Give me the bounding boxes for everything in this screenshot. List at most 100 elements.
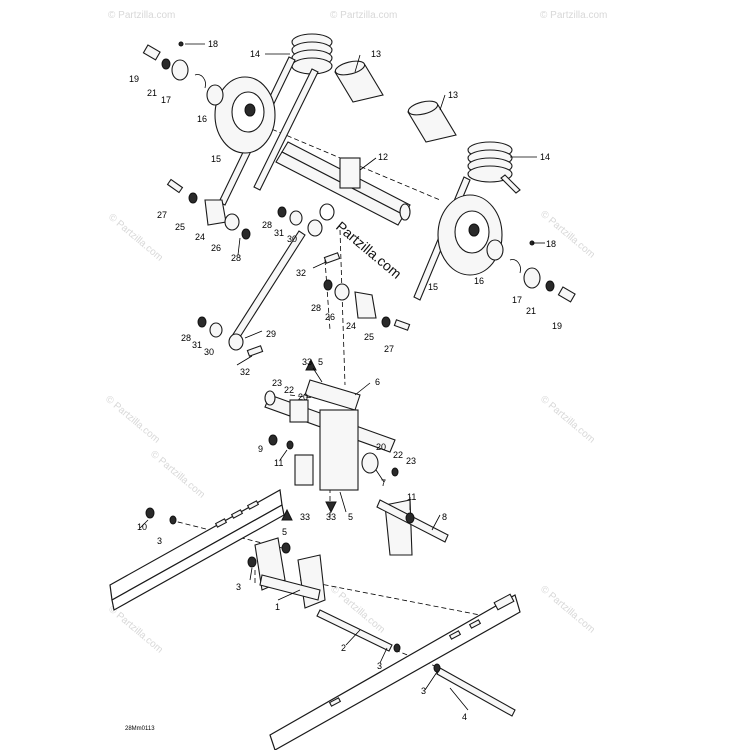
callout-label: 3: [157, 536, 162, 546]
sleeve-end: [407, 100, 439, 116]
callout-label: 21: [526, 306, 536, 316]
callout-label: 12: [378, 152, 388, 162]
callout-label: 27: [157, 210, 167, 220]
grease-fitting: [305, 358, 317, 371]
bearing: [206, 84, 224, 106]
idler-wheel-right: [437, 194, 503, 276]
nut: [241, 228, 251, 240]
drawing-code: 28Mm0113: [125, 726, 155, 732]
callout-label: 18: [208, 39, 218, 49]
bearing-stack-left: [142, 41, 224, 106]
bushing: [334, 283, 350, 301]
callout-label: 23: [406, 456, 416, 466]
rail-slot: [246, 500, 260, 510]
callout-label: 30: [287, 234, 297, 244]
alignment-line: [299, 579, 481, 616]
bolt: [557, 286, 576, 303]
callout-label: 19: [552, 321, 562, 331]
watermark-text: © Partzilla.com: [538, 584, 597, 636]
washer: [381, 316, 391, 328]
bushing: [224, 213, 240, 231]
rear-arm: [254, 508, 326, 609]
callout-label: 17: [512, 295, 522, 305]
callout-label: 3: [421, 686, 426, 696]
sleeve-lower: [407, 100, 457, 143]
alignment-line: [339, 229, 346, 386]
washer: [161, 58, 171, 70]
rail-slot: [493, 593, 515, 611]
arm-bracket: [294, 454, 314, 486]
arm-crossbar: [259, 574, 321, 601]
callout-label: 16: [474, 276, 484, 286]
washer: [277, 206, 287, 218]
bushing: [307, 219, 323, 237]
washer: [433, 663, 441, 673]
callout-label: 7: [381, 478, 386, 488]
callout-label: 22: [393, 450, 403, 460]
callout-label: 28: [262, 220, 272, 230]
bearing-race: [523, 267, 541, 289]
callout-label: 33: [300, 512, 310, 522]
bearing: [486, 239, 504, 261]
bolt: [246, 345, 264, 357]
bolt: [142, 44, 161, 61]
pivot-end: [264, 390, 276, 406]
callout-labels: 18 14 13 19 21 17 16 13 15 12 14 27 25 2…: [129, 39, 562, 722]
spring-arm: [253, 68, 319, 191]
callout-label: 33: [302, 357, 312, 367]
arm-bracket: [289, 399, 309, 423]
link-rod: [197, 203, 341, 357]
callout-label: 32: [296, 268, 306, 278]
callout-label: 26: [325, 312, 335, 322]
callout-label: 5: [348, 512, 353, 522]
shaft: [316, 609, 393, 652]
callout-label: 1: [275, 602, 280, 612]
ring: [319, 203, 335, 221]
callout-label: 25: [175, 222, 185, 232]
rail-slot: [214, 518, 228, 528]
callout-label: 8: [442, 512, 447, 522]
bolt: [393, 319, 411, 331]
watermark-text: © Partzilla.com: [148, 449, 207, 501]
sleeve-upper: [334, 60, 384, 103]
bearing-race: [171, 59, 189, 81]
watermark-text: © Partzilla.com: [103, 394, 162, 446]
washer: [405, 512, 415, 524]
rail-slot: [448, 630, 462, 640]
callout-label: 2: [341, 643, 346, 653]
callout-label: 14: [540, 152, 550, 162]
callout-label: 16: [197, 114, 207, 124]
shaft-end: [399, 203, 411, 221]
wheel-bore: [468, 223, 480, 237]
shaft-4: [433, 663, 516, 717]
rod: [231, 230, 306, 341]
callout-label: 19: [129, 74, 139, 84]
pivot-arm: [264, 358, 399, 514]
callout-label: 18: [546, 239, 556, 249]
rail-slot: [230, 509, 244, 519]
shaft-2: [316, 609, 401, 653]
callout-label: 15: [211, 154, 221, 164]
washer: [286, 440, 294, 450]
alignment-line: [324, 259, 331, 331]
callout-label: 5: [318, 357, 323, 367]
bearing-stack-right: [486, 239, 576, 303]
watermark-text: © Partzilla.com: [106, 212, 165, 264]
alignment-line: [169, 519, 291, 551]
grease-fitting: [325, 501, 337, 514]
rail-body: [269, 594, 521, 750]
callout-label: 31: [274, 228, 284, 238]
callout-label: 11: [274, 458, 283, 468]
callout-label: 10: [137, 522, 147, 532]
nut: [268, 434, 278, 446]
shaft-bracket: [339, 157, 361, 189]
callout-label: 28: [311, 303, 321, 313]
bolt-3: [247, 556, 257, 568]
rail-edge: [111, 504, 285, 611]
bushing: [209, 322, 223, 338]
callout-label: 33: [326, 512, 336, 522]
callout-label: 13: [448, 90, 458, 100]
arm-plate: [297, 554, 326, 609]
callout-label: 25: [364, 332, 374, 342]
retaining-ring: [509, 259, 521, 274]
